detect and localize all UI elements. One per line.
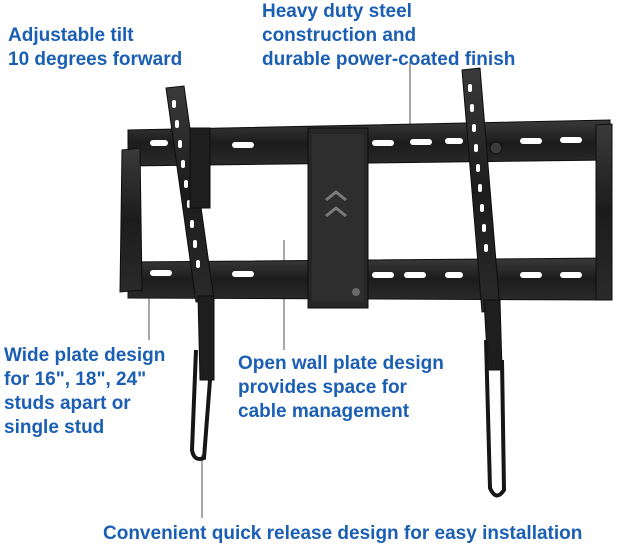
callout-line: studs apart or [4, 393, 131, 414]
callout-line: provides space for [238, 377, 407, 398]
callout-wide-plate: Wide plate design for 16", 18", 24" stud… [4, 344, 165, 440]
right-tv-arm [461, 67, 507, 498]
callout-line: cable management [238, 401, 410, 422]
callout-line: construction and [262, 25, 417, 46]
top-rail-slots [150, 137, 582, 148]
callout-line: single stud [4, 417, 105, 438]
callout-line: Heavy duty steel [262, 1, 412, 22]
wall-plate [119, 119, 613, 301]
callout-quick-release: Convenient quick release design for easy… [103, 523, 583, 544]
callout-line: durable power-coated finish [262, 49, 516, 70]
callout-heavy-duty-steel: Heavy duty steel construction and durabl… [262, 0, 515, 72]
left-tv-arm [165, 85, 215, 461]
callout-open-wall-plate: Open wall plate design provides space fo… [238, 352, 444, 424]
callout-line: Wide plate design [4, 345, 166, 366]
callout-line: 10 degrees forward [8, 49, 183, 70]
callout-line: for 16", 18", 24" [4, 369, 147, 390]
callout-line: Open wall plate design [238, 353, 444, 374]
center-plate [307, 127, 369, 309]
callout-line: Adjustable tilt [8, 25, 134, 46]
bottom-rail-slots [150, 270, 582, 278]
callout-adjustable-tilt: Adjustable tilt 10 degrees forward [8, 24, 182, 72]
